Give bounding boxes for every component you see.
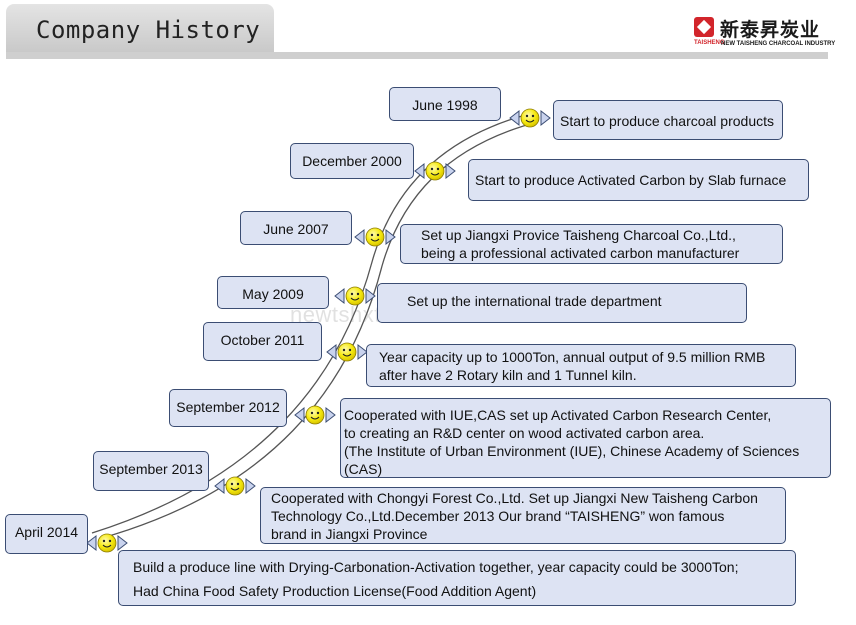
timeline-event: Year capacity up to 1000Ton, annual outp… [366, 344, 796, 387]
page-title: Company History [36, 16, 261, 44]
timeline-event: Set up the international trade departmen… [377, 283, 747, 323]
logo-mark-icon [694, 17, 714, 37]
timeline-curve-outer [91, 115, 523, 534]
logo-brand: TAISHENG [694, 40, 725, 46]
timeline-date: June 2007 [240, 211, 352, 245]
timeline-date: September 2013 [93, 451, 209, 491]
timeline-marker-icon [334, 286, 376, 306]
timeline-date: December 2000 [290, 143, 414, 179]
timeline-event: Cooperated with Chongyi Forest Co.,Ltd. … [260, 487, 786, 544]
timeline-date: October 2011 [203, 322, 322, 361]
timeline-date: May 2009 [217, 276, 329, 309]
company-logo: 新泰昇炭业 TAISHENG NEW TAISHENG CHARCOAL IND… [694, 15, 835, 51]
title-rule [6, 52, 828, 59]
logo-english-name: NEW TAISHENG CHARCOAL INDUSTRY [721, 41, 836, 47]
timeline-marker-icon [354, 227, 396, 247]
timeline-event: Start to produce charcoal products [553, 100, 783, 140]
logo-chinese-name: 新泰昇炭业 [720, 20, 821, 41]
timeline-event: Build a produce line with Drying-Carbona… [118, 550, 796, 606]
timeline-marker-icon [214, 476, 256, 496]
timeline-event: Set up Jiangxi Provice Taisheng Charcoal… [400, 224, 783, 264]
timeline-marker-icon [86, 533, 128, 553]
timeline-marker-icon [414, 161, 456, 181]
timeline-marker-icon [326, 342, 368, 362]
timeline-date: September 2012 [169, 389, 287, 427]
timeline-marker-icon [509, 108, 551, 128]
timeline-date: June 1998 [389, 87, 501, 121]
timeline-date: April 2014 [5, 514, 88, 554]
timeline-marker-icon [294, 405, 336, 425]
timeline-event: Start to produce Activated Carbon by Sla… [468, 159, 809, 201]
timeline-event: Cooperated with IUE,CAS set up Activated… [340, 398, 831, 478]
title-tab: Company History [6, 4, 274, 52]
